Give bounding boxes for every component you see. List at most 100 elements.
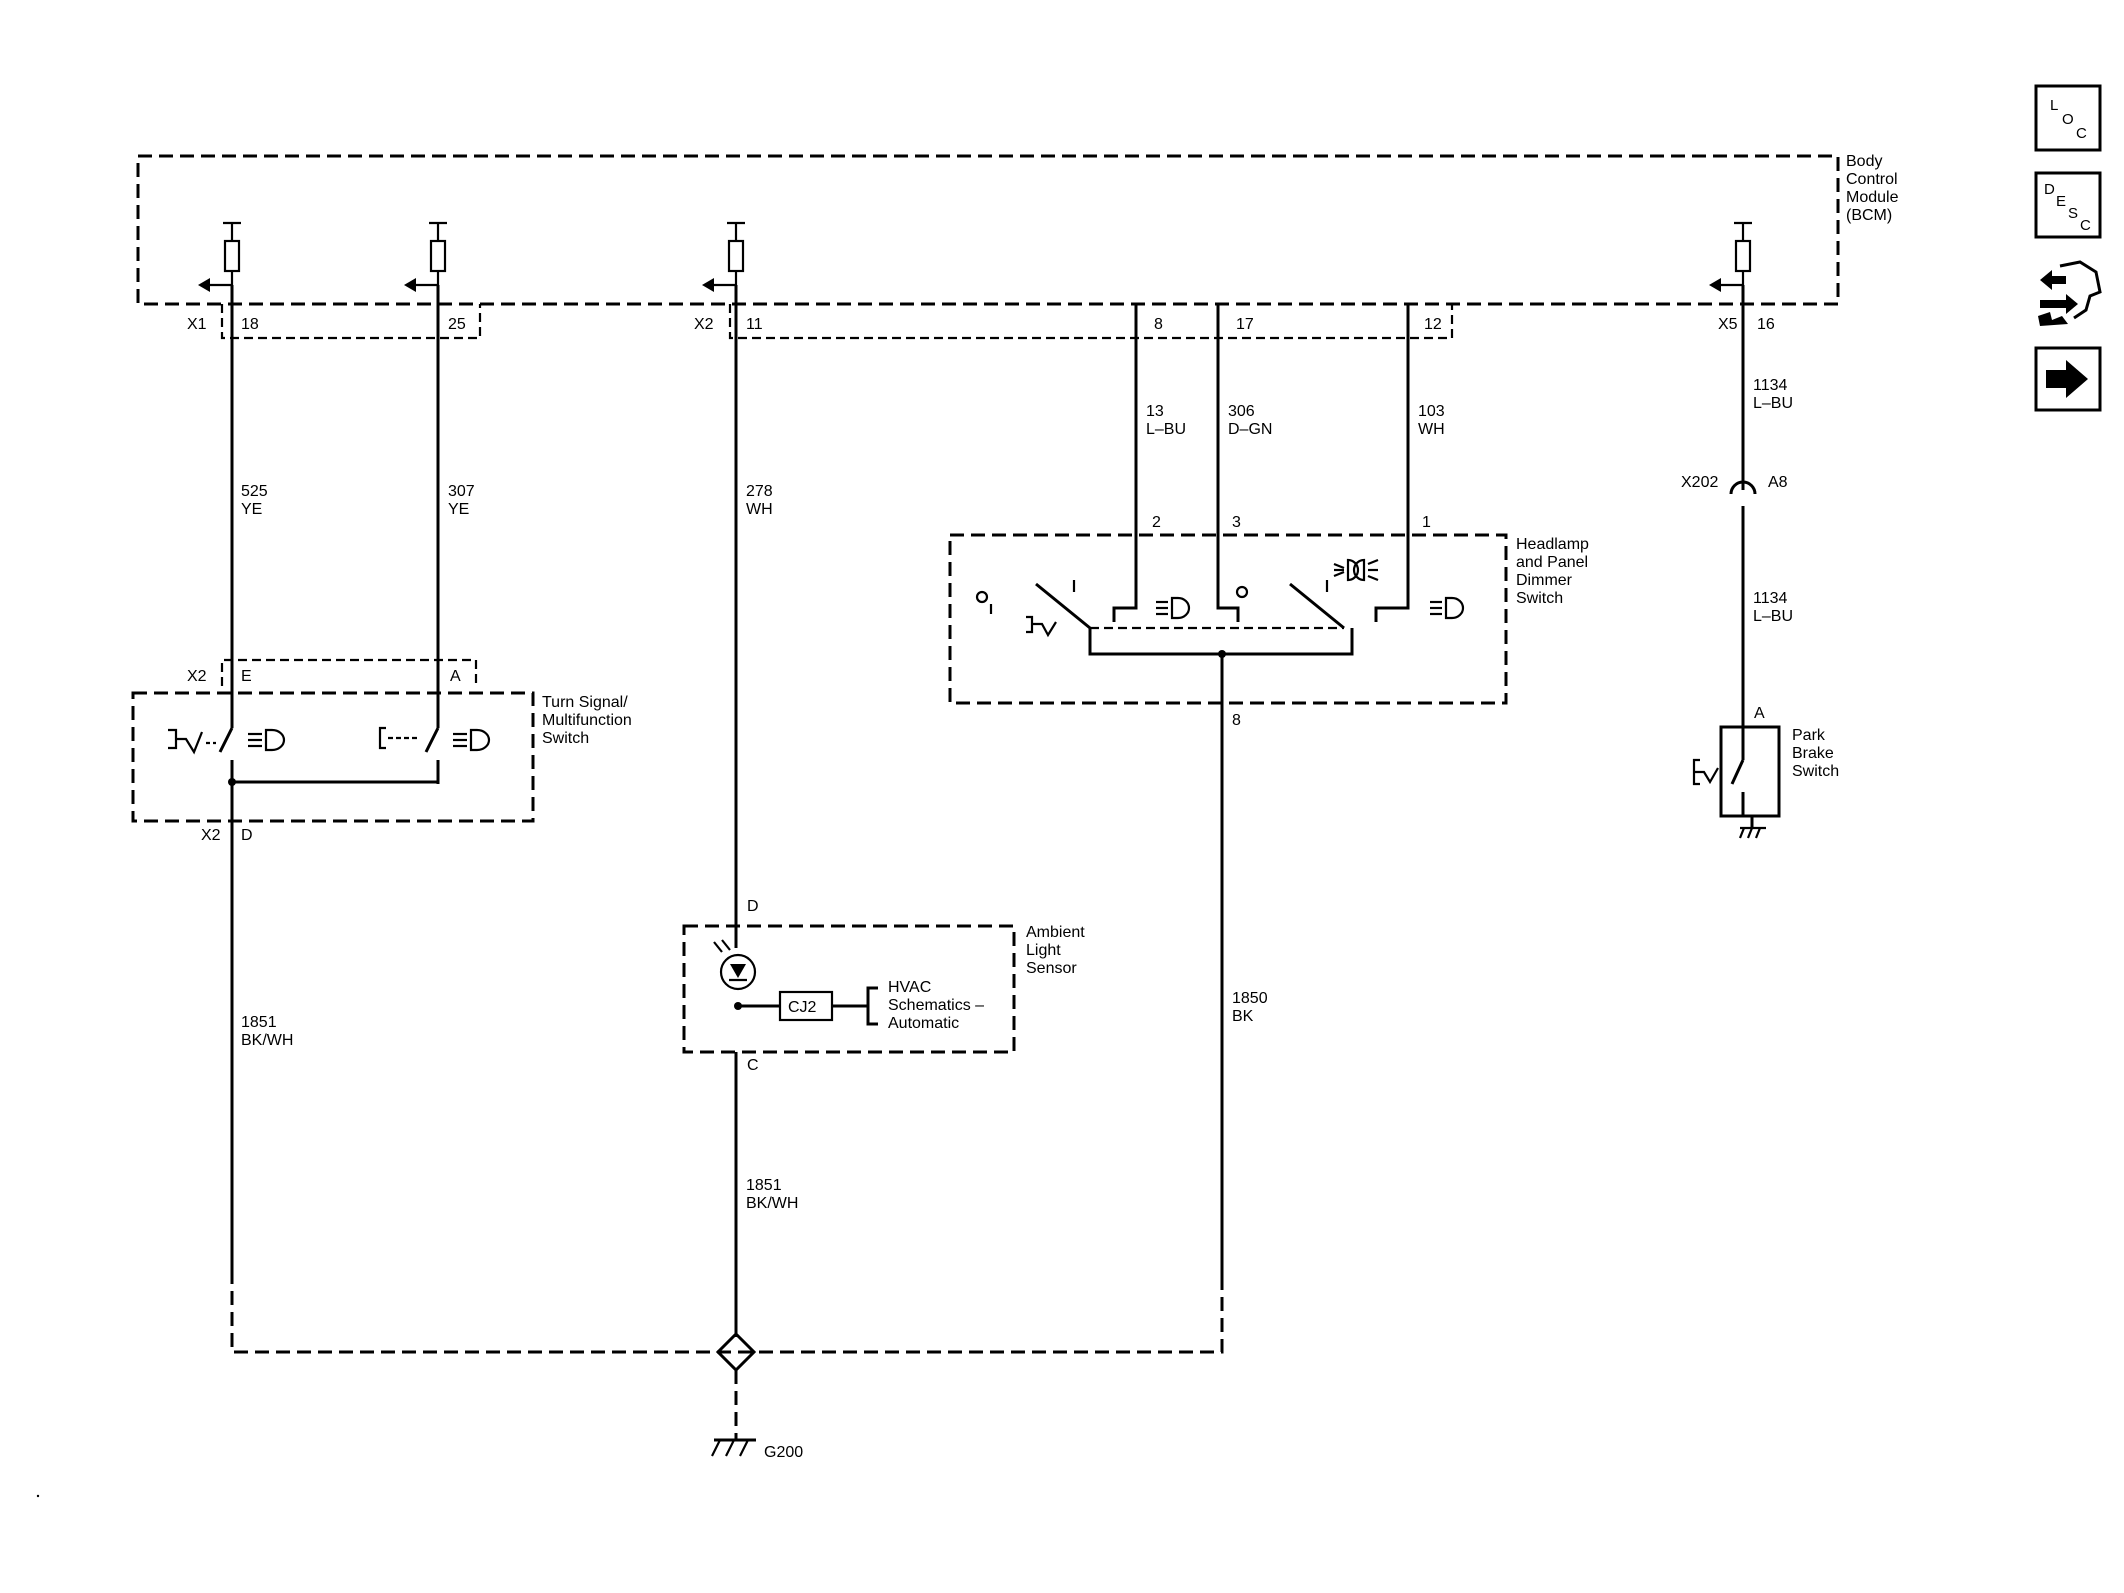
wire-1851-center-color: BK/WH: [746, 1195, 798, 1212]
headlamp-label-line3: Dimmer: [1516, 572, 1573, 589]
park-brake-switch: X202 A8 A Park Brake Switch: [1681, 474, 1839, 839]
desc-letter-c: C: [2080, 217, 2091, 234]
desc-letter-s: S: [2068, 205, 2078, 222]
wire-307-circuit: 307: [448, 483, 475, 500]
wire-306-color: D–GN: [1228, 421, 1272, 438]
wire-1134-upper-color: L–BU: [1753, 395, 1793, 412]
off-position-icon: [975, 590, 993, 614]
headlamp-pin-8: 8: [1232, 712, 1241, 729]
conn-x5-label: X5: [1718, 316, 1738, 333]
park-brake-switch-box: [1719, 725, 1781, 818]
ground-g200-label: G200: [764, 1444, 803, 1461]
bcm-driver-icon-18: [198, 221, 241, 292]
description-button[interactable]: D E S C: [2034, 171, 2102, 239]
momentary-switch-contact-e: [168, 700, 234, 784]
headlamp-label-line4: Switch: [1516, 590, 1563, 607]
loc-letter-c: C: [2076, 125, 2087, 142]
headlamp-flash-icon-left: [248, 728, 286, 752]
bcm-connector-x2: [728, 304, 1454, 340]
photodiode-icon: [713, 939, 757, 991]
headlamp-pin-3: 3: [1232, 514, 1241, 531]
pin-17-label: 17: [1236, 316, 1254, 333]
wire-1851-left-color: BK/WH: [241, 1032, 293, 1049]
auto-position-icon: [1235, 585, 1249, 599]
momentary-actuator-icon: [1026, 615, 1057, 638]
ground-splice: G200: [711, 1331, 803, 1461]
turn-signal-conn-bottom-label: X2: [201, 827, 221, 844]
wire-525-circuit: 525: [241, 483, 268, 500]
headlamp-high-beam-icon-right: [453, 728, 491, 752]
turn-signal-pin-d: D: [241, 827, 253, 844]
ambient-label-line1: Ambient: [1026, 924, 1085, 941]
wire-278-circuit: 278: [746, 483, 773, 500]
ambient-sensor-outline: [682, 924, 1016, 1054]
wire-1850-color: BK: [1232, 1008, 1254, 1025]
inline-connector-female: [1729, 480, 1757, 495]
contact-pin-1: [1374, 605, 1410, 622]
turn-signal-pin-a: A: [450, 668, 461, 685]
wire-1851-center-circuit: 1851: [746, 1177, 782, 1194]
wire-1851-left-circuit: 1851: [241, 1014, 277, 1031]
turn-signal-outline: [131, 691, 535, 823]
contact-pin-3: [1216, 605, 1240, 622]
wire-1850-circuit: 1850: [1232, 990, 1268, 1007]
turn-signal-common-bus: [230, 780, 440, 784]
pin-11-label: 11: [746, 316, 763, 333]
bcm-label-line3: Module: [1846, 189, 1899, 206]
next-page-arrow-icon[interactable]: [2034, 346, 2102, 412]
navigation-panel: L O C D E S C: [2034, 84, 2102, 412]
ambient-pin-c: C: [747, 1057, 759, 1074]
park-brake-pin-a: A: [1754, 705, 1765, 722]
wires: 525 YE 307 YE 278 WH 13 L–BU 306 D–GN 10…: [230, 285, 1793, 1354]
pin-18-label: 18: [241, 316, 259, 333]
cj2-label: CJ2: [788, 999, 817, 1016]
case-ground-icon: [1738, 826, 1766, 839]
wire-1134-lower-color: L–BU: [1753, 608, 1793, 625]
hvac-ref-line1: HVAC: [888, 979, 931, 996]
turn-signal-label-line2: Multifunction: [542, 712, 632, 729]
headlamp-label-line2: and Panel: [1516, 554, 1588, 571]
connector-end-view-icon[interactable]: [2034, 258, 2102, 328]
turn-signal-label-line1: Turn Signal/: [542, 694, 628, 711]
inline-conn-x202: X202: [1681, 474, 1718, 491]
headlamp-pin-1: 1: [1422, 514, 1431, 531]
contact-pin-2: [1112, 605, 1138, 622]
wire-278-color: WH: [746, 501, 773, 518]
hvac-ref-line2: Schematics –: [888, 997, 984, 1014]
turn-signal-switch: X2 E A Turn Signal/ Multifunction Switch: [131, 658, 632, 844]
bcm-driver-icon-11: [702, 221, 745, 292]
wire-525-color: YE: [241, 501, 262, 518]
headlamp-switch-blade-2: [1289, 582, 1345, 630]
turn-signal-label-line3: Switch: [542, 730, 589, 747]
bcm-driver-icon-25: [404, 221, 447, 292]
park-brake-label-line3: Switch: [1792, 763, 1839, 780]
ground-bus: [230, 1270, 1224, 1354]
wire-13-color: L–BU: [1146, 421, 1186, 438]
park-brake-label-line1: Park: [1792, 727, 1826, 744]
pin-16-label: 16: [1757, 316, 1775, 333]
momentary-switch-contact-a: [378, 700, 440, 784]
conn-x1-label: X1: [187, 316, 207, 333]
conn-x2-label: X2: [694, 316, 714, 333]
turn-signal-conn-top-label: X2: [187, 668, 207, 685]
ambient-label-line3: Sensor: [1026, 960, 1077, 977]
wire-13-circuit: 13: [1146, 403, 1164, 420]
wire-103-circuit: 103: [1418, 403, 1445, 420]
headlamp-common-bus: [1088, 628, 1354, 656]
park-brake-actuator-icon: [1692, 758, 1719, 786]
park-lamp-icon: [1156, 596, 1191, 620]
pin-12-label: 12: [1424, 316, 1442, 333]
ambient-light-sensor: D Ambient Light Sensor CJ2 HVAC Schemati…: [682, 898, 1085, 1074]
wire-103-color: WH: [1418, 421, 1445, 438]
component-locator-button[interactable]: L O C: [2034, 84, 2102, 152]
hvac-reference-bracket: [866, 986, 878, 1026]
bcm-driver-icon-16: [1709, 221, 1752, 292]
bcm-outline: [136, 154, 1840, 306]
inline-pin-a8: A8: [1768, 474, 1788, 491]
headlamp-switch-blade-1: [1035, 582, 1091, 630]
park-brake-label-line2: Brake: [1792, 745, 1834, 762]
wire-1134-upper-circuit: 1134: [1753, 377, 1788, 394]
hvac-ref-line3: Automatic: [888, 1015, 959, 1032]
headlamp-pin-2: 2: [1152, 514, 1161, 531]
